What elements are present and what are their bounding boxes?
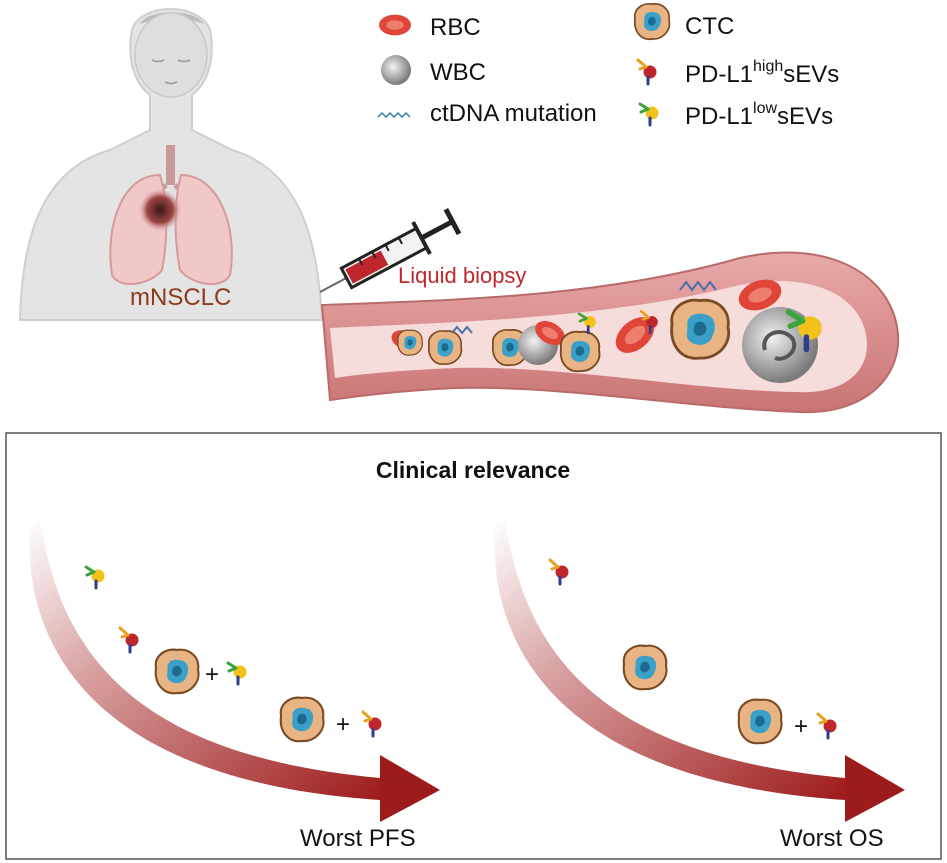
pdl1-high-legend-icon	[636, 58, 658, 86]
ctc-legend-icon	[633, 3, 671, 41]
ctdna-strand	[451, 325, 473, 335]
lungs-icon	[109, 145, 233, 286]
legend-rbc: RBC	[430, 14, 481, 41]
ctc-cell	[670, 298, 731, 360]
plus-sign: +	[336, 711, 350, 738]
legend-ctdna: ctDNA mutation	[430, 100, 597, 127]
pdl1-low-legend-icon	[638, 102, 660, 127]
tumor-icon	[138, 188, 182, 232]
ctdna-legend-icon	[377, 111, 411, 119]
ctc-cell	[397, 329, 423, 356]
ctc-cell	[559, 330, 601, 373]
panel-title: Clinical relevance	[376, 457, 570, 483]
ctc-cell	[279, 696, 325, 743]
legend-wbc: WBC	[430, 59, 486, 86]
syringe-icon	[319, 208, 462, 293]
ctdna-strand	[679, 280, 717, 292]
left-outcome-label: Worst PFS	[300, 825, 416, 852]
vessel-contents	[388, 274, 822, 383]
legend: RBC WBC ctDNA mutation CTC PD-L1highsEVs…	[377, 3, 839, 130]
ctc-cell	[154, 648, 200, 695]
legend-pdl1-low: PD-L1lowsEVs	[685, 100, 833, 130]
procedure-label: Liquid biopsy	[398, 263, 526, 288]
legend-pdl1-high: PD-L1highsEVs	[685, 58, 839, 88]
legend-ctc: CTC	[685, 13, 734, 40]
patient-label: mNSCLC	[130, 284, 231, 311]
right-trend-arrow	[494, 520, 905, 822]
ctc-cell	[427, 330, 463, 366]
left-trend-arrow	[29, 520, 440, 822]
plus-sign: +	[205, 661, 219, 688]
right-outcome-label: Worst OS	[780, 825, 884, 852]
rbc-legend-icon	[379, 14, 411, 36]
wbc-legend-icon	[381, 55, 411, 85]
ctc-cell	[737, 698, 783, 745]
ctc-cell	[622, 644, 668, 691]
plus-sign: +	[794, 713, 808, 740]
